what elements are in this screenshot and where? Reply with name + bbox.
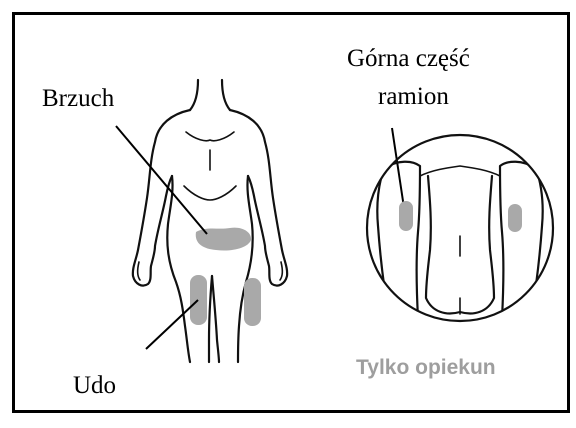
left-inner-leg bbox=[212, 276, 219, 362]
neck-left-line bbox=[190, 80, 198, 110]
neck-right-line bbox=[222, 80, 230, 110]
back-torso-left bbox=[426, 176, 460, 313]
back-view-figure bbox=[377, 162, 543, 322]
right-upper-arm-injection-area bbox=[508, 204, 522, 232]
back-torso-right bbox=[460, 176, 494, 313]
chest-line bbox=[186, 132, 234, 141]
back-view-circle bbox=[367, 135, 553, 321]
left-leg-outline bbox=[167, 176, 190, 362]
right-hand-detail bbox=[280, 262, 282, 280]
back-left-arm-outline bbox=[384, 162, 420, 318]
left-arm-outline bbox=[133, 110, 190, 286]
caregiver-only-label: Tylko opiekun bbox=[356, 356, 496, 379]
right-leg-outline bbox=[238, 176, 253, 362]
ribs-line bbox=[184, 186, 236, 200]
thigh-label: Udo bbox=[73, 372, 116, 399]
upper-arms-label-line1: Górna część bbox=[347, 45, 470, 72]
right-thigh-injection-area bbox=[244, 278, 261, 326]
back-shoulder-line bbox=[420, 166, 500, 176]
abdomen-label: Brzuch bbox=[42, 85, 115, 112]
left-upper-arm-injection-area bbox=[399, 201, 413, 231]
right-arm-outline bbox=[230, 110, 287, 286]
right-inner-leg bbox=[209, 276, 212, 362]
back-right-arm-outline bbox=[500, 162, 536, 318]
back-right-arm-outer bbox=[530, 168, 543, 322]
back-left-arm-outer bbox=[377, 168, 390, 322]
front-body-figure bbox=[133, 80, 287, 362]
upper-arms-label-line2: ramion bbox=[378, 83, 449, 110]
left-thigh-injection-area bbox=[190, 275, 207, 325]
left-hand-detail bbox=[138, 262, 140, 280]
figure-frame bbox=[14, 14, 569, 412]
thigh-pointer-line bbox=[146, 300, 198, 349]
